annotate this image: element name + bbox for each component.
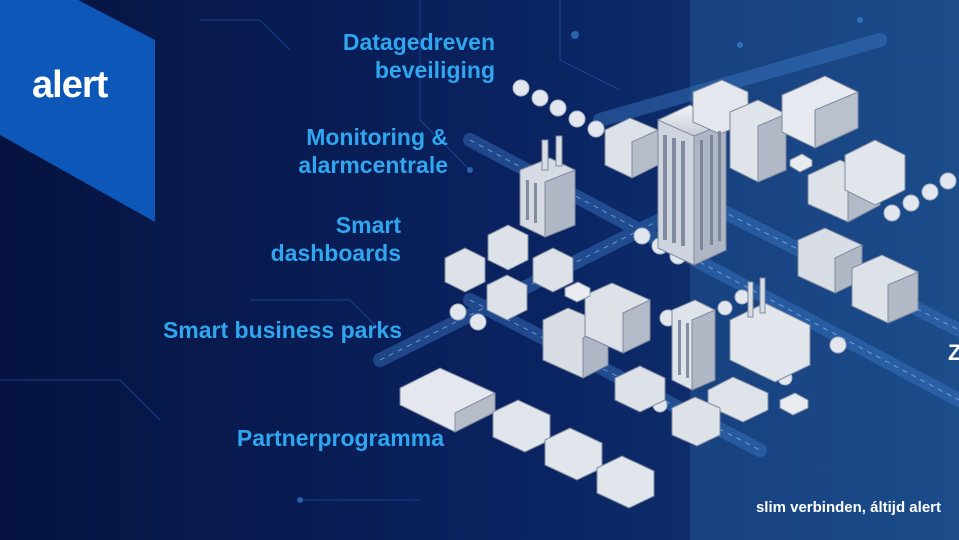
- menu-item-line: alarmcentrale: [298, 152, 448, 178]
- menu-smart-business-parks[interactable]: Smart business parks: [163, 316, 402, 344]
- alert-logo[interactable]: alert: [32, 64, 108, 106]
- menu-item-line: Datagedreven: [342, 29, 495, 55]
- menu-smart-dashboards[interactable]: Smart dashboards: [271, 211, 401, 267]
- menu-item-line: beveiliging: [374, 57, 495, 83]
- menu-item-line: Partnerprogramma: [236, 425, 444, 451]
- edge-glyph: Z: [948, 340, 959, 365]
- menu-monitoring-alarmcentrale[interactable]: Monitoring & alarmcentrale: [298, 123, 448, 179]
- menu-item-line: dashboards: [270, 240, 401, 266]
- menu-item-line: Monitoring &: [306, 124, 448, 150]
- menu-datagedreven-beveiliging[interactable]: Datagedreven beveiliging: [343, 28, 495, 84]
- menu-partnerprogramma[interactable]: Partnerprogramma: [237, 424, 444, 452]
- menu-item-line: Smart: [335, 212, 401, 238]
- menu-item-line: Smart business parks: [162, 317, 402, 343]
- tagline: slim verbinden, áltijd alert: [755, 499, 941, 516]
